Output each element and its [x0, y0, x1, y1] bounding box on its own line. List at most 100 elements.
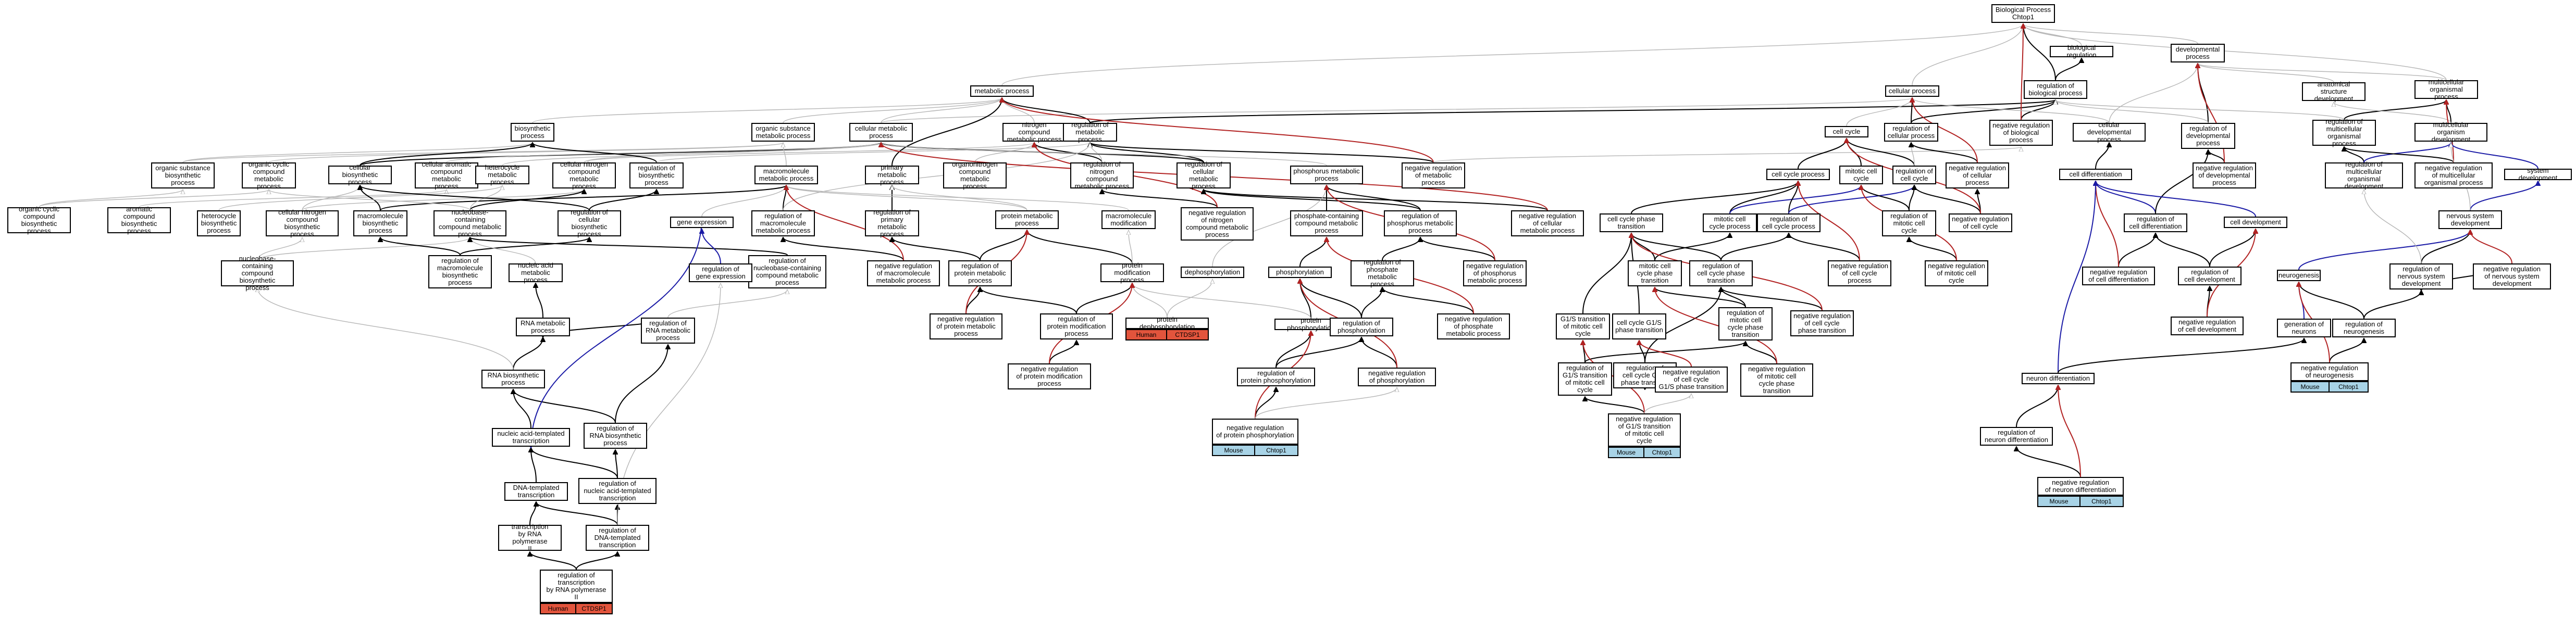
go-term-cellcycle[interactable]: cell cycle [1825, 126, 1868, 137]
go-term-protdephos[interactable]: protein dephosphorylation [1125, 316, 1209, 331]
go-term-neurdiff[interactable]: neuron differentiation [2022, 373, 2095, 384]
go-term-celldevel[interactable]: cell development [2224, 217, 2287, 228]
go-term-geneexp[interactable]: gene expression [670, 217, 734, 228]
gene-tag[interactable]: Chtop1 [2079, 496, 2124, 507]
gene-tag[interactable]: Chtop1 [2329, 381, 2369, 393]
go-term-metab[interactable]: metabolic process [970, 85, 1034, 97]
go-term-phosphor[interactable]: phosphorylation [1268, 267, 1332, 278]
gene-tag[interactable]: Chtop1 [1643, 447, 1681, 458]
go-term-cellproc[interactable]: cellular process [1885, 85, 1939, 97]
go-term-dephos[interactable]: dephosphorylation [1181, 267, 1244, 278]
go-term-neurogen[interactable]: neurogenesis [2277, 270, 2321, 281]
gene-tag[interactable]: CTDSP1 [1166, 329, 1209, 340]
